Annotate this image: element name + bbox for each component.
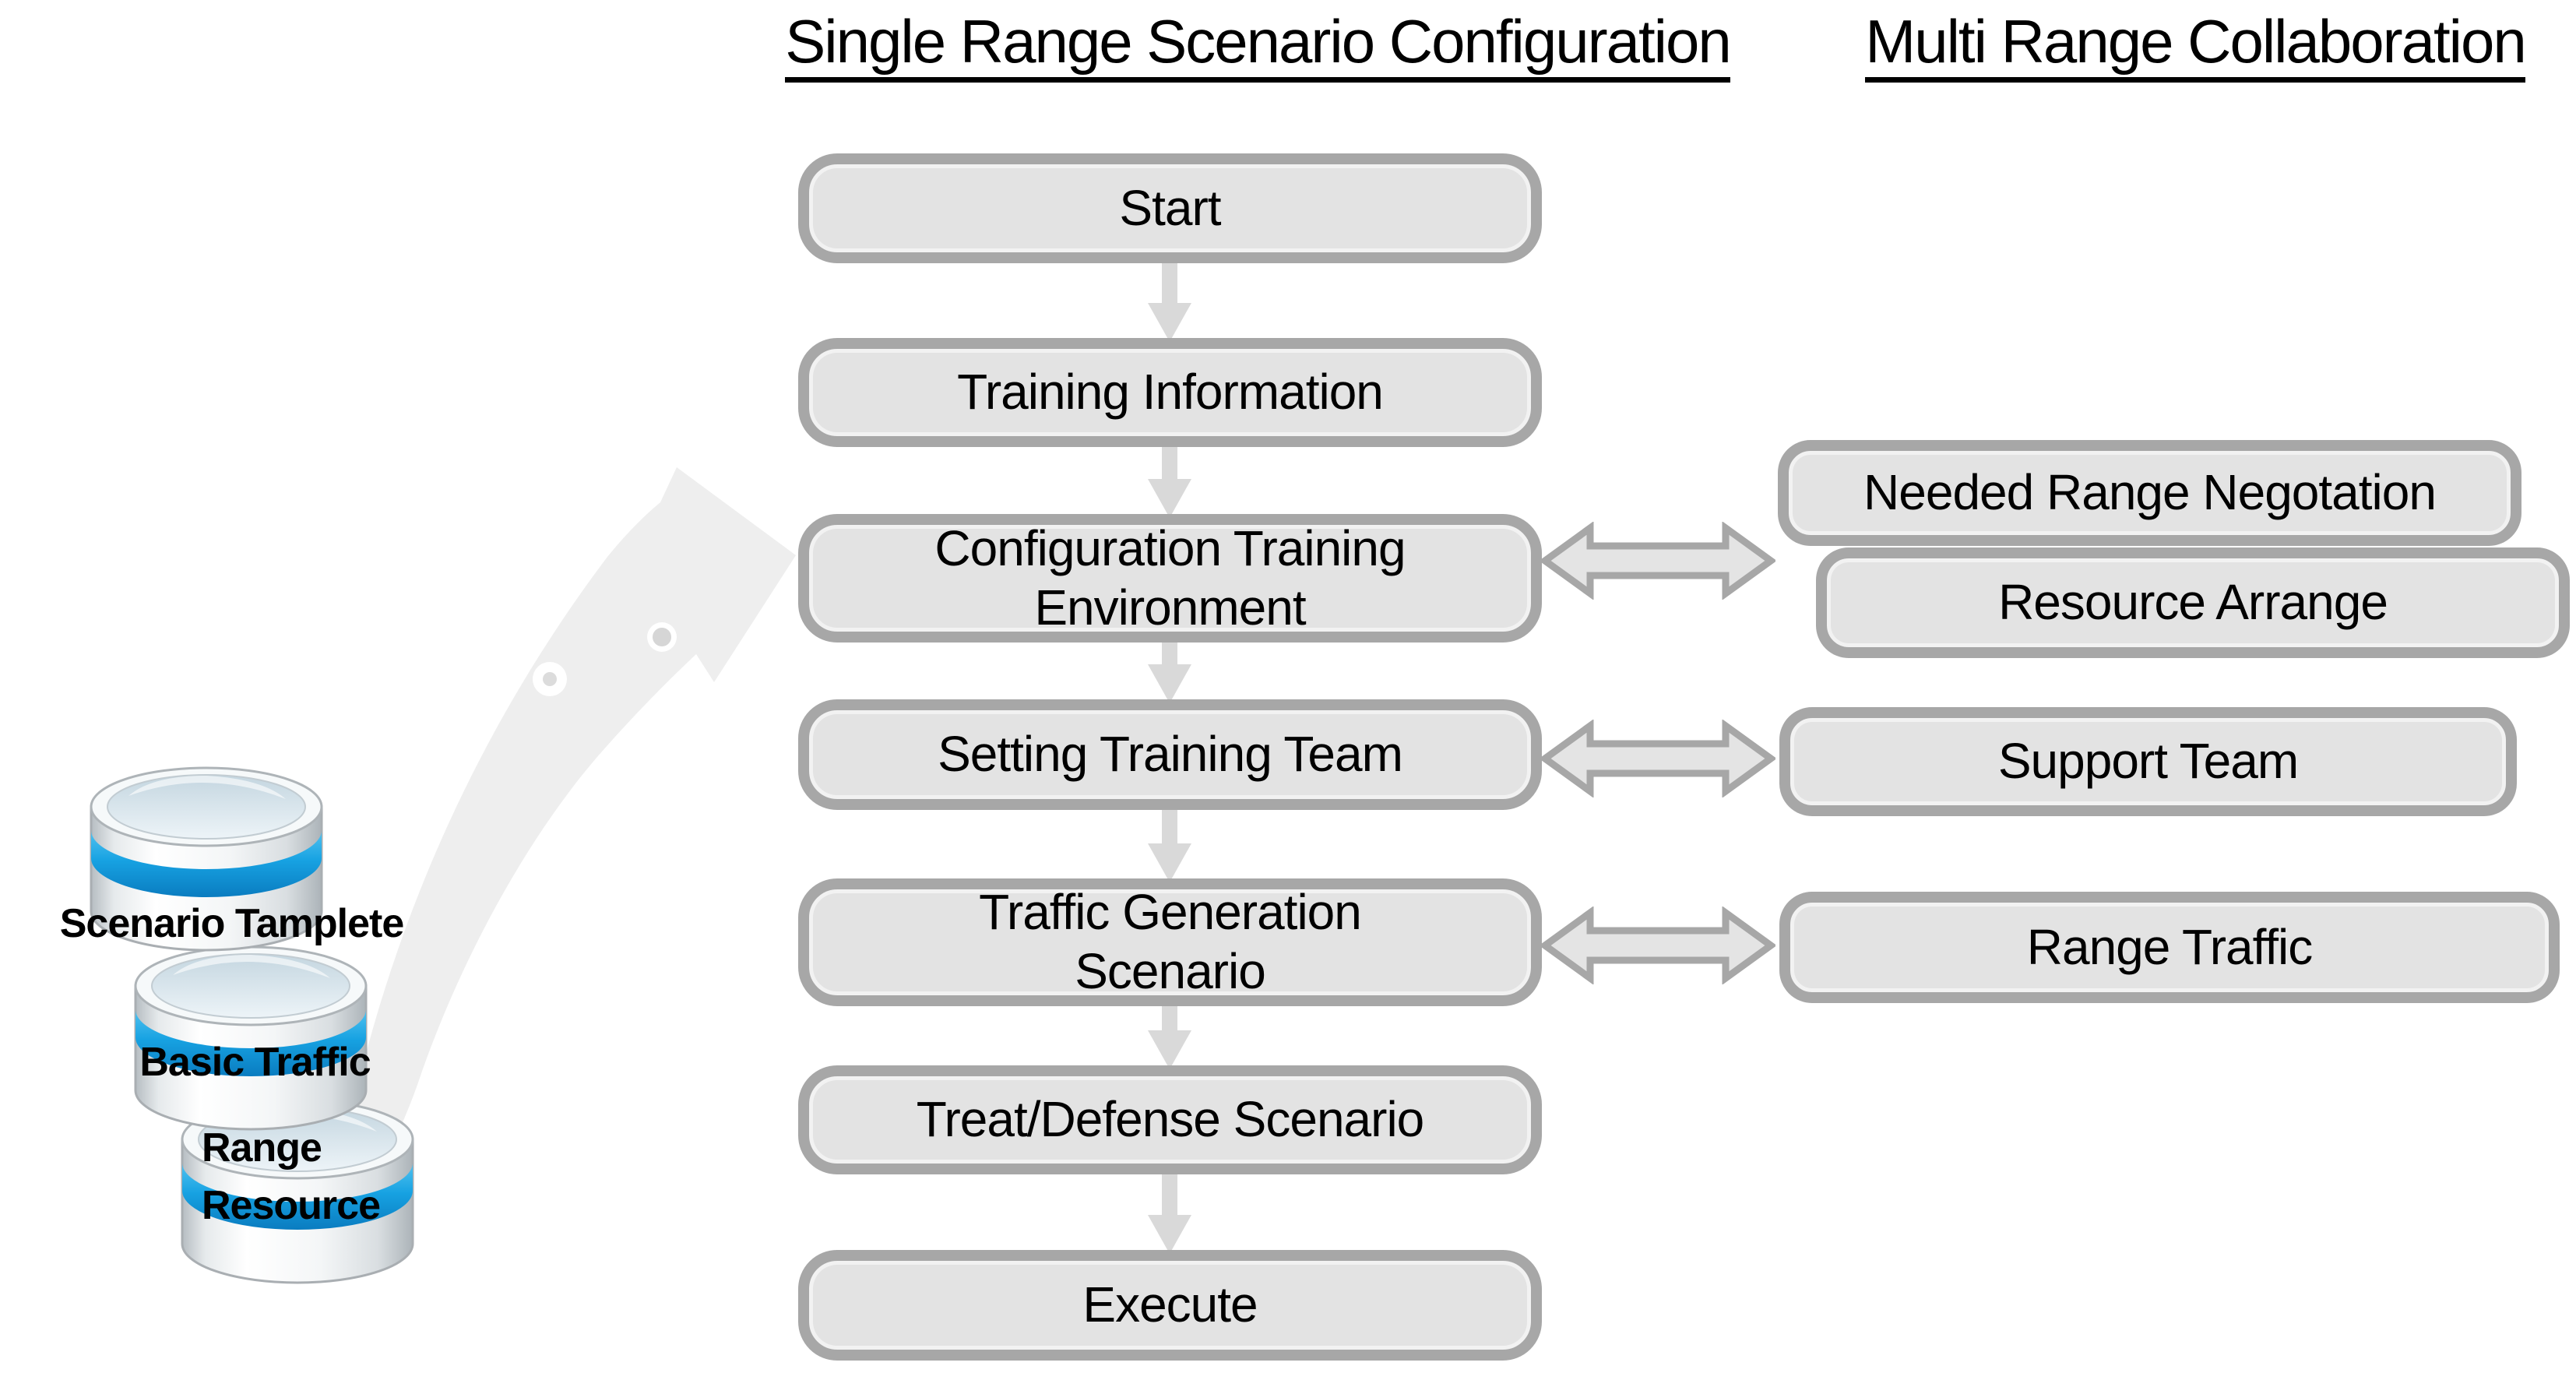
title-single-range-scenario-configuration: Single Range Scenario Configuration [701,6,1814,83]
double-headed-arrow-icon [1540,522,1775,600]
flow-step-configuration-training-environment: Configuration Training Environment [798,514,1542,642]
flow-step-training-information: Training Information [798,338,1542,447]
collab-box-needed-range-negotation: Needed Range Negotation [1778,440,2521,546]
down-arrow-icon [1148,1171,1191,1254]
title-multi-range-collaboration: Multi Range Collaboration [1814,6,2576,83]
title-text: Single Range Scenario Configuration [785,9,1732,83]
flow-step-traffic-generation-scenario: Traffic Generation Scenario [798,878,1542,1006]
flow-step-setting-training-team: Setting Training Team [798,699,1542,810]
collab-box-support-team: Support Team [1779,707,2517,816]
flow-step-execute: Execute [798,1250,1542,1361]
down-arrow-icon [1148,259,1191,342]
flow-step-start: Start [798,153,1542,263]
double-headed-arrow-icon [1540,720,1775,797]
down-arrow-icon [1148,639,1191,703]
title-text: Multi Range Collaboration [1865,9,2527,83]
double-headed-arrow-icon [1540,907,1775,984]
collab-box-resource-arrange: Resource Arrange [1816,547,2570,658]
datastore-label-scenario-tamplete: Scenario Tamplete [59,901,405,946]
down-arrow-icon [1148,443,1191,518]
down-arrow-icon [1148,1002,1191,1069]
collab-box-range-traffic: Range Traffic [1779,892,2560,1003]
flow-step-treat-defense-scenario: Treat/Defense Scenario [798,1065,1542,1174]
datastore-label-basic-traffic: Basic Traffic [139,1040,371,1085]
datastore-label-range-resource: Range Resource [202,1125,381,1228]
down-arrow-icon [1148,806,1191,882]
